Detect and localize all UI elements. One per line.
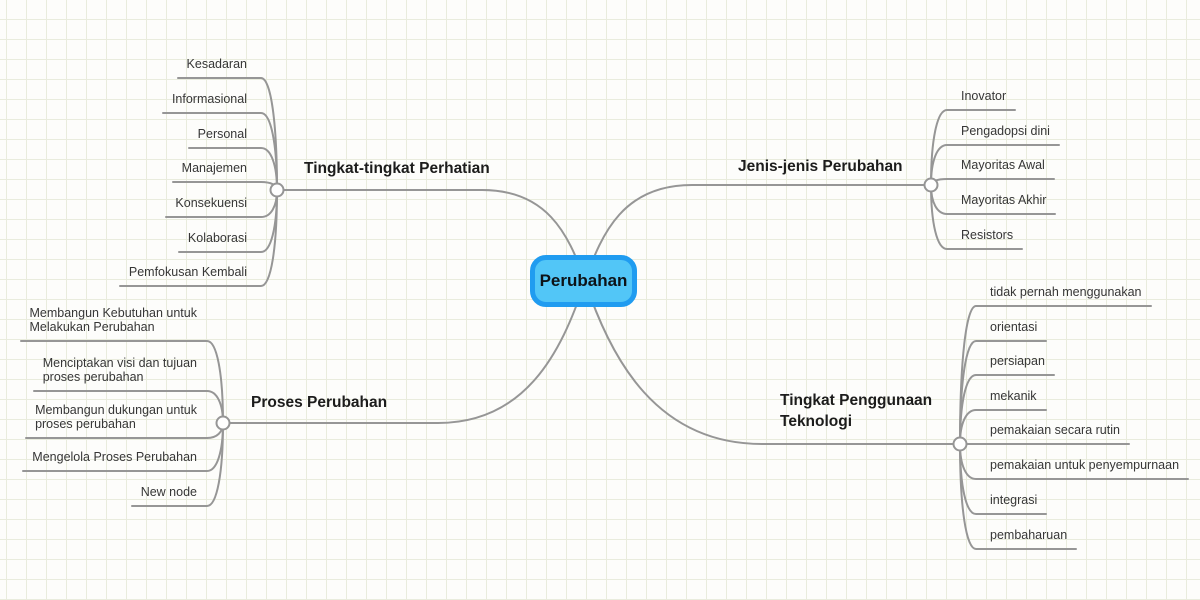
child-line bbox=[162, 112, 278, 191]
child-node[interactable]: Kolaborasi bbox=[187, 231, 247, 245]
branch-line bbox=[222, 280, 586, 424]
child-node[interactable]: Pemfokusan Kembali bbox=[128, 265, 247, 279]
child-line bbox=[131, 422, 224, 507]
child-line bbox=[20, 340, 224, 424]
child-node[interactable]: pembaharuan bbox=[990, 528, 1068, 542]
child-node[interactable]: Mayoritas Akhir bbox=[961, 193, 1047, 207]
child-line bbox=[930, 178, 1055, 186]
branch-label[interactable]: Proses Perubahan bbox=[251, 394, 388, 411]
child-node[interactable]: Personal bbox=[197, 127, 247, 141]
branch-junction[interactable] bbox=[269, 182, 285, 198]
child-node[interactable]: orientasi bbox=[990, 320, 1038, 334]
child-node[interactable]: Kesadaran bbox=[186, 57, 247, 71]
child-node[interactable]: Mayoritas Awal bbox=[961, 158, 1045, 172]
branch-junction[interactable] bbox=[952, 436, 968, 452]
child-node[interactable]: tidak pernah menggunakan bbox=[990, 285, 1142, 299]
child-line bbox=[172, 181, 278, 191]
child-node[interactable]: Manajemen bbox=[181, 161, 247, 175]
child-node[interactable]: Membangun Kebutuhan untuk Melakukan Peru… bbox=[29, 306, 198, 334]
child-line bbox=[188, 147, 278, 191]
root-node-label: Perubahan bbox=[539, 271, 628, 290]
child-node[interactable]: Membangun dukungan untuk proses perubaha… bbox=[35, 403, 197, 431]
child-line bbox=[119, 189, 278, 287]
branch-label[interactable]: Tingkat Penggunaan Teknologi bbox=[780, 392, 933, 430]
branch-label[interactable]: Jenis-jenis Perubahan bbox=[738, 158, 903, 175]
child-node[interactable]: New node bbox=[140, 485, 197, 499]
root-node[interactable]: Perubahan bbox=[530, 255, 637, 307]
child-line bbox=[930, 109, 1016, 186]
child-node[interactable]: Informasional bbox=[171, 92, 247, 106]
child-node[interactable]: pemakaian secara rutin bbox=[990, 423, 1120, 437]
branch-label[interactable]: Tingkat-tingkat Perhatian bbox=[304, 160, 490, 177]
child-line bbox=[930, 184, 1023, 250]
child-node[interactable]: Menciptakan visi dan tujuan proses perub… bbox=[42, 356, 197, 384]
child-node[interactable]: integrasi bbox=[990, 493, 1038, 507]
child-node[interactable]: Pengadopsi dini bbox=[961, 124, 1050, 138]
child-node[interactable]: Konsekuensi bbox=[175, 196, 247, 210]
child-node[interactable]: persiapan bbox=[990, 354, 1045, 368]
branch-line bbox=[584, 184, 932, 282]
branch-junction[interactable] bbox=[215, 415, 231, 431]
child-node[interactable]: pemakaian untuk penyempurnaan bbox=[990, 458, 1180, 472]
child-line bbox=[959, 443, 1077, 550]
branch-line bbox=[584, 280, 961, 445]
child-node[interactable]: Mengelola Proses Perubahan bbox=[32, 450, 197, 464]
child-node[interactable]: Inovator bbox=[961, 89, 1007, 103]
branch-junction[interactable] bbox=[923, 177, 939, 193]
child-node[interactable]: Resistors bbox=[961, 228, 1014, 242]
child-node[interactable]: mekanik bbox=[990, 389, 1037, 403]
